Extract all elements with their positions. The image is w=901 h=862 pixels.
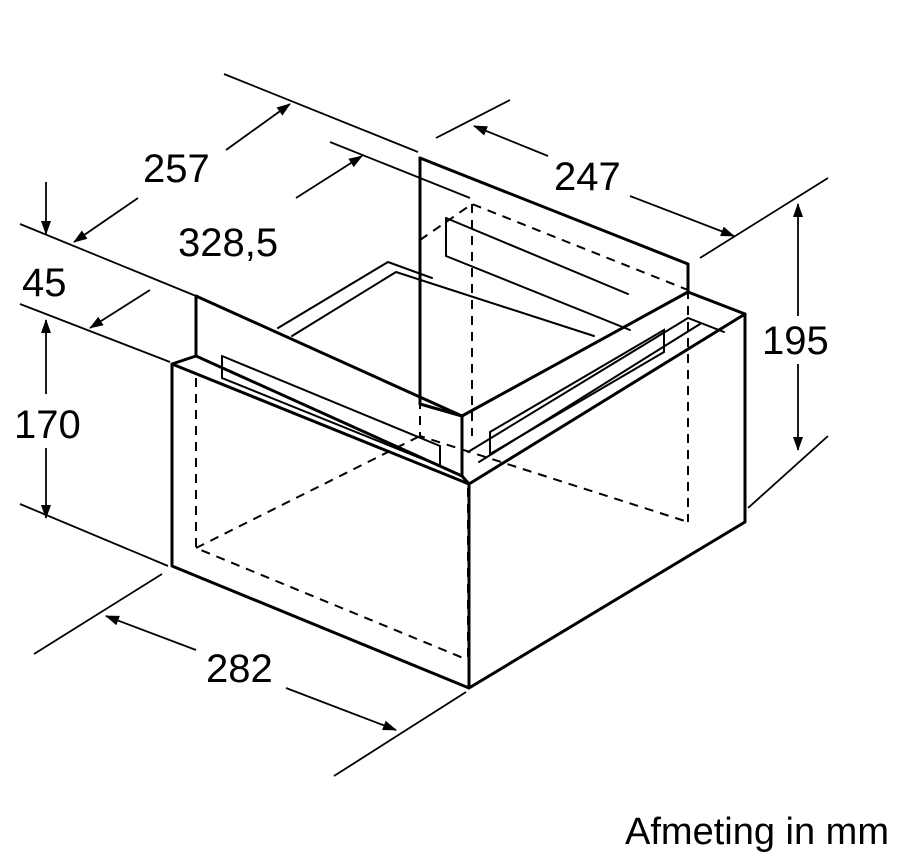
top-plate xyxy=(194,156,690,478)
label-282: 282 xyxy=(206,647,273,691)
dim-3285-line-a xyxy=(295,155,363,199)
dim-282-line-a xyxy=(105,615,197,651)
hidden-lines xyxy=(195,202,689,661)
units-caption: Afmeting in mm xyxy=(625,811,889,853)
label-257: 257 xyxy=(143,147,210,191)
label-45: 45 xyxy=(22,261,67,305)
box-body xyxy=(170,260,747,690)
dimension-lines xyxy=(41,103,803,731)
dim-247-line-a xyxy=(473,125,549,157)
label-195: 195 xyxy=(762,319,829,363)
dim-247-line-b xyxy=(629,195,735,237)
extension-lines xyxy=(19,73,829,777)
dim-3285-line-b xyxy=(89,289,151,329)
label-247: 247 xyxy=(554,155,621,199)
label-328-5: 328,5 xyxy=(178,221,278,265)
dim-257-line-b xyxy=(73,197,139,243)
label-170: 170 xyxy=(14,403,81,447)
dim-257-line-a xyxy=(225,103,291,151)
dimension-labels: 257 328,5 45 247 195 170 282 xyxy=(14,147,829,691)
dim-282-line-b xyxy=(285,687,397,731)
